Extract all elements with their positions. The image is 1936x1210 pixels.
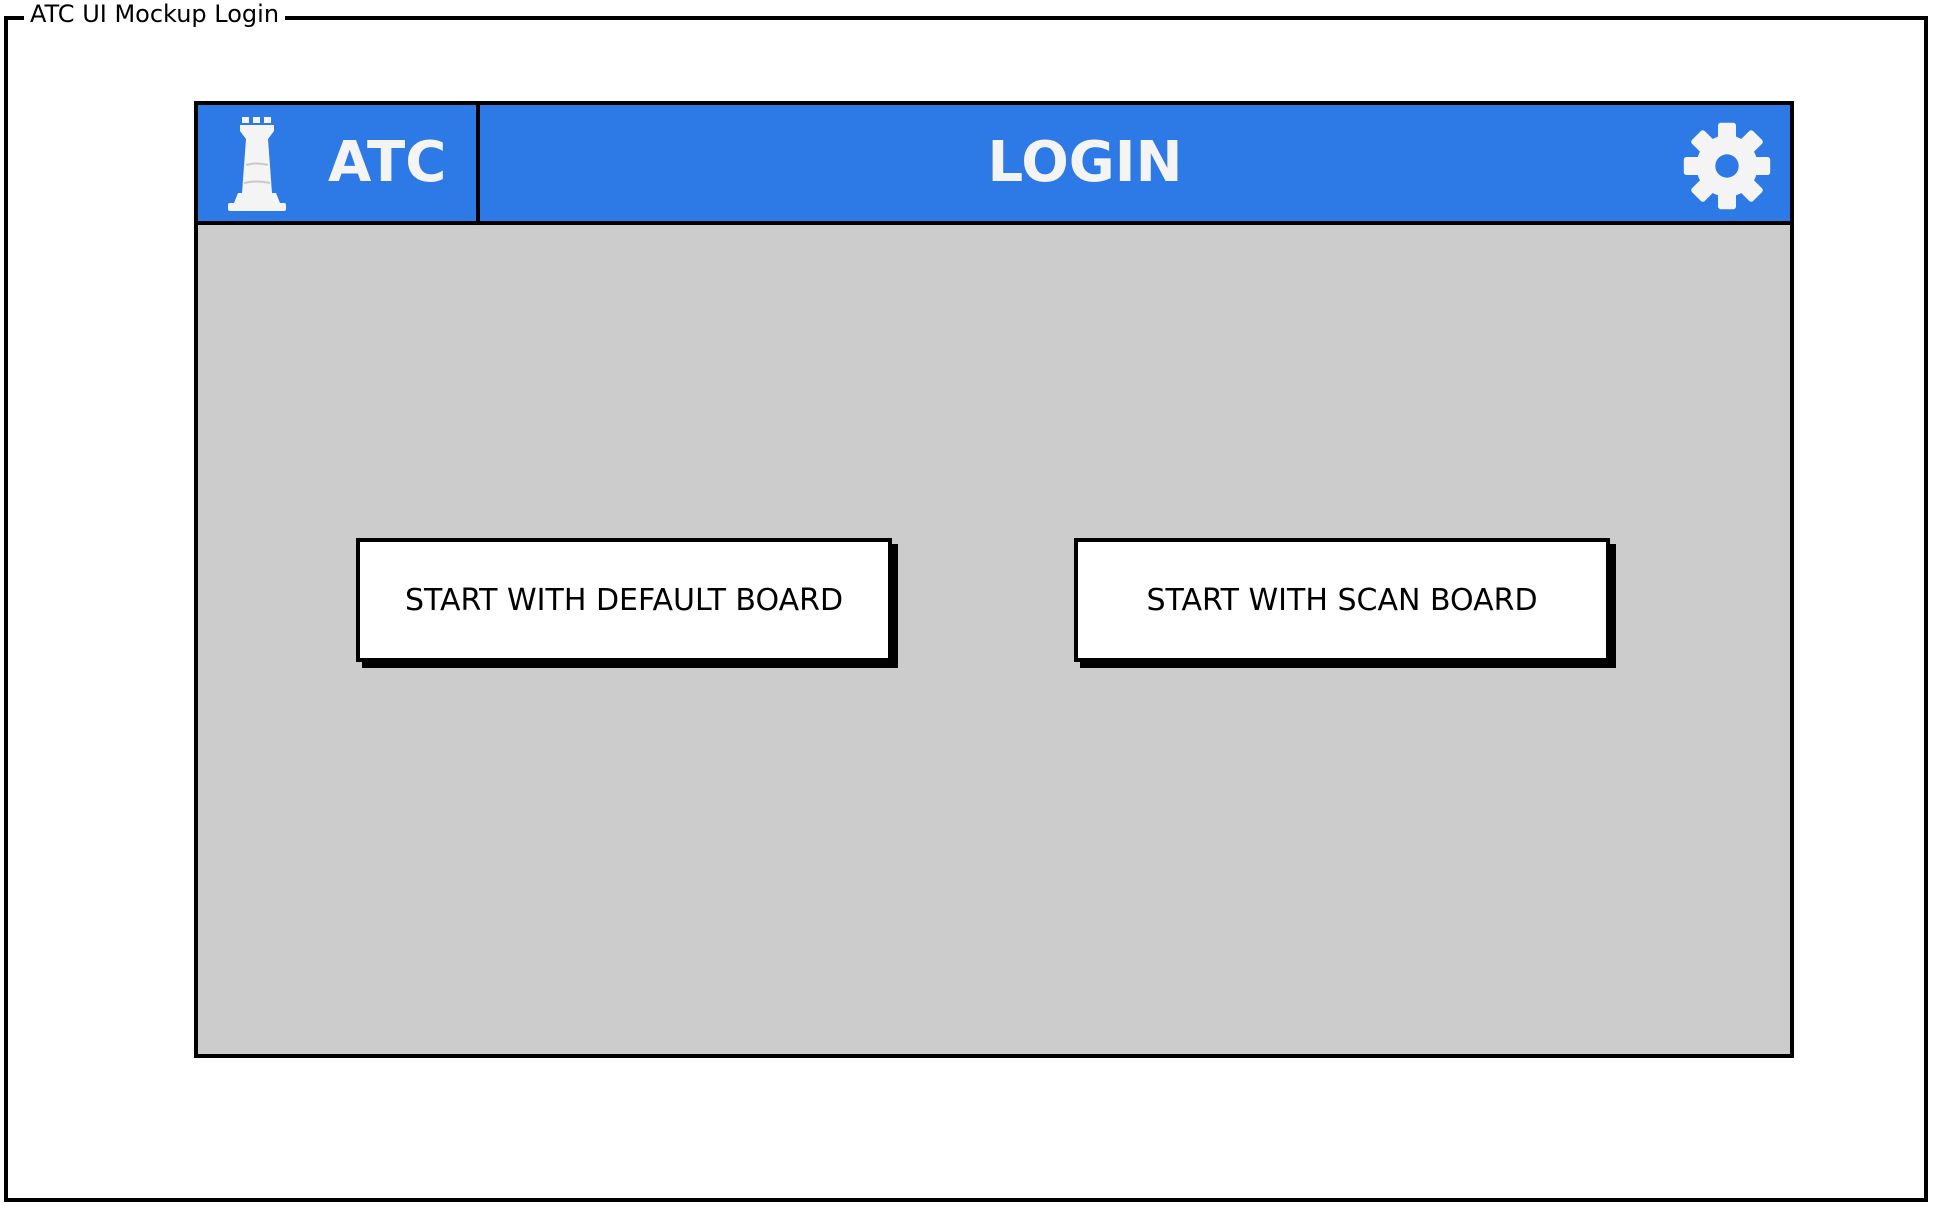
page-title: LOGIN [987, 130, 1183, 195]
start-scan-board-button[interactable]: START WITH SCAN BOARD [1074, 538, 1610, 662]
gear-icon [1683, 122, 1771, 210]
start-default-board-label: START WITH DEFAULT BOARD [404, 582, 844, 618]
content-area: START WITH DEFAULT BOARD START WITH SCAN… [198, 225, 1790, 1054]
mockup-frame-label: ATC UI Mockup Login [24, 0, 286, 28]
app-window: ATC LOGIN START WITH DE [194, 101, 1794, 1058]
start-scan-board-label: START WITH SCAN BOARD [1146, 582, 1538, 618]
start-default-board-button[interactable]: START WITH DEFAULT BOARD [356, 538, 892, 662]
mockup-frame [4, 16, 1928, 1202]
header-bar: ATC LOGIN [198, 105, 1790, 225]
brand: ATC [198, 105, 480, 221]
settings-button[interactable] [1682, 121, 1772, 211]
rook-icon [228, 117, 286, 211]
brand-name: ATC [328, 130, 447, 195]
